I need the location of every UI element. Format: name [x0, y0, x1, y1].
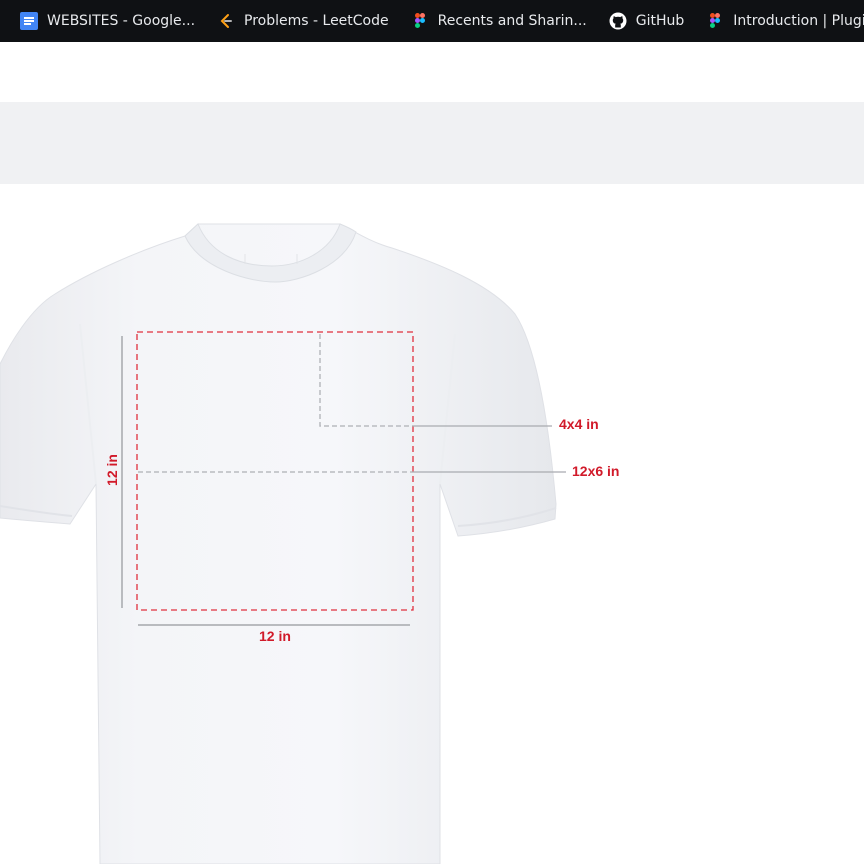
bookmark-websites[interactable]: WEBSITES - Google... — [20, 0, 195, 42]
product-image: 4x4 in 12x6 in 12 in 12 in — [0, 184, 864, 864]
pocket-area-outline — [319, 334, 412, 427]
bookmark-label: Recents and Sharin... — [437, 13, 587, 29]
google-docs-icon — [20, 12, 38, 30]
bookmark-label: Problems - LeetCode — [244, 13, 389, 29]
github-icon — [609, 12, 627, 30]
bookmark-label: WEBSITES - Google... — [47, 13, 196, 29]
width-dimension-label: 12 in — [259, 628, 291, 644]
print-area-outline — [136, 331, 414, 611]
bookmark-github[interactable]: GitHub — [609, 0, 685, 42]
tshirt-illustration — [0, 223, 566, 864]
half-dimension-label: 12x6 in — [572, 463, 620, 479]
bookmark-introduction-plugin[interactable]: Introduction | Plugi... — [706, 0, 864, 42]
bookmark-recents-and-sharing[interactable]: Recents and Sharin... — [411, 0, 587, 42]
pocket-dimension-label: 4x4 in — [559, 416, 599, 432]
figma-icon — [706, 12, 724, 30]
bookmark-label: GitHub — [635, 13, 685, 29]
figma-icon — [411, 12, 429, 30]
bookmark-leetcode[interactable]: Problems - LeetCode — [217, 0, 389, 42]
leetcode-icon — [217, 12, 235, 30]
bookmark-label: Introduction | Plugi... — [733, 13, 864, 29]
height-dimension-label: 12 in — [104, 454, 120, 486]
bookmarks-bar: WEBSITES - Google... Problems - LeetCode… — [0, 0, 864, 42]
gray-banner — [0, 102, 864, 184]
